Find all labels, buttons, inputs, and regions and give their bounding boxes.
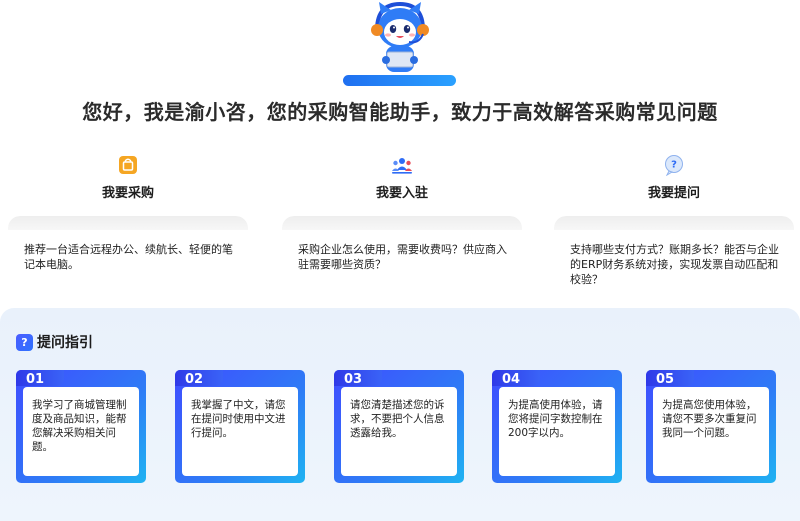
suggested-question-card[interactable]: 支持哪些支付方式？账期多长？能否与企业的ERP财务系统对接，实现发票自动匹配和校…: [554, 216, 794, 298]
question-mark-icon: ?: [16, 333, 33, 351]
category-label: 我要采购: [101, 186, 154, 201]
step-number: 03: [344, 372, 363, 387]
suggested-question-card[interactable]: 采购企业怎么使用，需要收费吗？供应商入驻需要哪些资质？: [282, 216, 522, 298]
category-settle-in[interactable]: 我要入驻: [282, 154, 522, 201]
guide-step-card: 04 为提高使用体验，请您将提问字数控制在200字以内。: [492, 370, 622, 483]
page-title: 您好，我是渝小咨，您的采购智能助手，致力于高效解答采购常见问题: [82, 100, 718, 124]
category-label: 我要入驻: [375, 186, 428, 201]
question-guide-panel: ? 提问指引 01 我学习了商城管理制度及商品知识，能帮您解决采购相关问题。 0…: [0, 308, 800, 521]
suggested-question-text: 采购企业怎么使用，需要收费吗？供应商入驻需要哪些资质？: [298, 243, 507, 271]
shopping-bag-icon: [119, 156, 137, 174]
step-number-tab: [492, 370, 540, 386]
step-text: 我掌握了中文，请您在提问时使用中文进行提问。: [182, 387, 298, 476]
guide-title: 提问指引: [37, 335, 93, 351]
question-bubble-icon: ?: [665, 155, 683, 176]
guide-step-card: 03 请您清楚描述您的诉求，不要把个人信息透露给我。: [334, 370, 464, 483]
step-number-tab: [646, 370, 694, 386]
guide-header: ? 提问指引: [16, 332, 93, 352]
people-group-icon: [392, 158, 412, 174]
step-text: 为提高您使用体验，请您不要多次重复问我同一个问题。: [653, 387, 769, 476]
suggested-question-card[interactable]: 推荐一台适合远程办公、续航长、轻便的笔记本电脑。: [8, 216, 248, 298]
step-number: 02: [185, 372, 204, 387]
step-number-tab: [175, 370, 223, 386]
category-ask[interactable]: ? 我要提问: [554, 154, 794, 201]
step-number: 04: [502, 372, 521, 387]
category-purchase[interactable]: 我要采购: [8, 154, 248, 201]
guide-step-card: 01 我学习了商城管理制度及商品知识，能帮您解决采购相关问题。: [16, 370, 146, 483]
step-text: 为提高使用体验，请您将提问字数控制在200字以内。: [499, 387, 615, 476]
mascot-robot-avatar: [371, 1, 429, 72]
step-number: 01: [26, 372, 45, 387]
guide-step-card: 02 我掌握了中文，请您在提问时使用中文进行提问。: [175, 370, 305, 483]
step-number: 05: [656, 372, 675, 387]
guide-step-card: 05 为提高您使用体验，请您不要多次重复问我同一个问题。: [646, 370, 776, 483]
suggested-question-text: 支持哪些支付方式？账期多长？能否与企业的ERP财务系统对接，实现发票自动匹配和校…: [570, 243, 779, 286]
step-text: 我学习了商城管理制度及商品知识，能帮您解决采购相关问题。: [23, 387, 139, 476]
svg-text:?: ?: [671, 160, 677, 171]
category-label: 我要提问: [647, 186, 700, 201]
step-text: 请您清楚描述您的诉求，不要把个人信息透露给我。: [341, 387, 457, 476]
step-number-tab: [16, 370, 64, 386]
step-number-tab: [334, 370, 382, 386]
suggested-question-text: 推荐一台适合远程办公、续航长、轻便的笔记本电脑。: [24, 243, 233, 271]
mascot-platform: [343, 75, 456, 86]
